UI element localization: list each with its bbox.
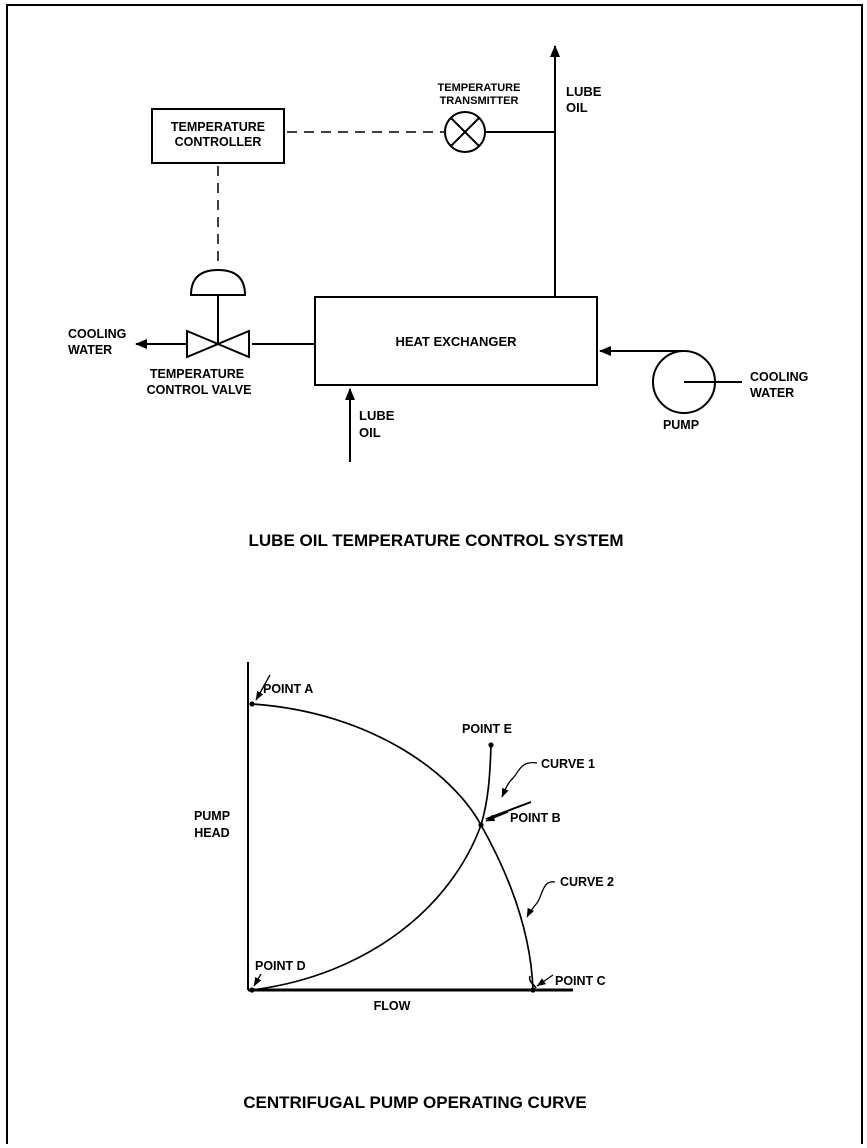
pump-curve-title: CENTRIFUGAL PUMP OPERATING CURVE	[243, 1093, 587, 1112]
point-b-leader	[485, 811, 509, 822]
temperature-controller-label-1: TEMPERATURE	[171, 120, 265, 134]
cooling-water-in-label-2: WATER	[750, 386, 794, 400]
y-axis-label-1: PUMP	[194, 809, 230, 823]
point-b-label: POINT B	[510, 811, 561, 825]
lube-oil-out-label-1: LUBE	[566, 84, 602, 99]
curve-1-leader	[501, 761, 538, 798]
point-d-leader	[253, 973, 262, 987]
curve-1-line	[251, 744, 492, 991]
point-c-leader-base	[528, 975, 537, 989]
point-a-marker	[249, 701, 255, 707]
point-d-label: POINT D	[255, 959, 306, 973]
curve-1-label: CURVE 1	[541, 757, 595, 771]
point-e-label: POINT E	[462, 722, 512, 736]
x-axis-label: FLOW	[374, 999, 411, 1013]
point-a-label: POINT A	[263, 682, 313, 696]
point-a-leader	[255, 674, 271, 701]
lube-oil-out-label-2: OIL	[566, 100, 588, 115]
valve-actuator-icon	[189, 268, 247, 296]
temperature-transmitter-label-2: TRANSMITTER	[440, 95, 519, 107]
figure-frame	[6, 4, 863, 1144]
point-c-leader	[536, 974, 554, 987]
heat-exchanger-label: HEAT EXCHANGER	[395, 334, 517, 349]
curve-2-leader	[526, 881, 556, 918]
point-b-marker	[478, 822, 484, 828]
point-d-marker	[249, 987, 255, 993]
lube-oil-in-label-2: OIL	[359, 425, 381, 440]
curve-2-label: CURVE 2	[560, 875, 614, 889]
y-axis-label-2: HEAD	[194, 826, 229, 840]
point-e-marker	[488, 742, 494, 748]
lube-oil-in-label-1: LUBE	[359, 408, 395, 423]
control-system-title: LUBE OIL TEMPERATURE CONTROL SYSTEM	[249, 531, 624, 550]
cooling-water-in-label-1: COOLING	[750, 370, 808, 384]
temperature-transmitter-label-1: TEMPERATURE	[438, 82, 521, 94]
transmitter-cross-2	[450, 117, 480, 147]
control-valve-label-1: TEMPERATURE	[150, 367, 244, 381]
temperature-controller-label-2: CONTROLLER	[175, 135, 262, 149]
heat-exchanger-box	[314, 296, 598, 386]
temperature-controller-box	[151, 108, 285, 164]
pump-label: PUMP	[663, 418, 699, 432]
valve-body-right	[215, 329, 250, 359]
control-valve-label-2: CONTROL VALVE	[147, 383, 252, 397]
curve-2-line	[251, 703, 534, 991]
point-c-label: POINT C	[555, 974, 606, 988]
cooling-water-out-label-2: WATER	[68, 343, 112, 357]
control-system-diagram: TEMPERATURE CONTROLLER TEMPERATURE TRANS…	[68, 45, 808, 550]
cooling-water-out-label-1: COOLING	[68, 327, 126, 341]
point-c-marker	[530, 987, 536, 993]
